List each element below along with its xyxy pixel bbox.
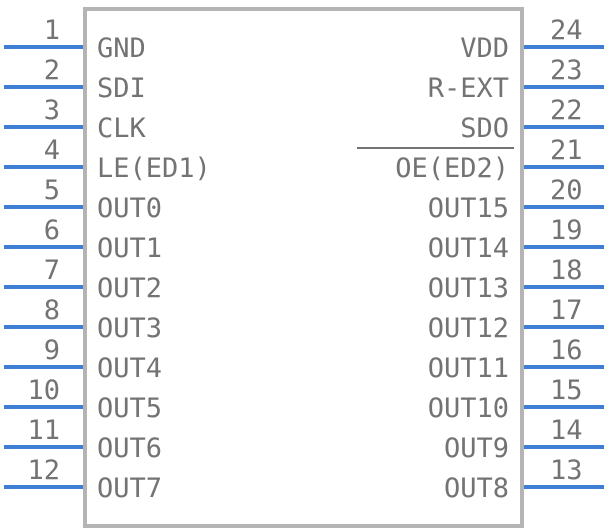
right-pin-label: R-EXT [428,73,509,104]
right-pin-label: OUT11 [428,353,509,384]
right-pin-number: 14 [550,415,583,446]
left-pin-number: 2 [44,55,60,86]
right-pin-number: 21 [550,135,583,166]
left-pin-label: OUT3 [97,313,162,344]
right-pin-number: 19 [550,215,583,246]
right-pin-label: OUT12 [428,313,509,344]
right-pin-number: 18 [550,255,583,286]
left-pin-label: CLK [97,113,147,144]
right-pin-label: VDD [460,33,509,64]
right-pin-label: OE(ED2) [395,153,509,184]
left-pin-number: 10 [27,375,60,406]
left-pin-number: 11 [27,415,60,446]
right-pin-number: 24 [550,15,583,46]
left-pin-label: OUT4 [97,353,162,384]
left-pin-number: 3 [44,95,60,126]
right-pin-number: 13 [550,455,583,486]
left-pin-label: LE(ED1) [97,153,211,184]
ic-body-outline [83,7,524,528]
right-pin-label: OUT10 [428,393,509,424]
right-pin-label: OUT13 [428,273,509,304]
left-pin-label: OUT5 [97,393,162,424]
left-pin-number: 7 [44,255,60,286]
left-pin-label: OUT1 [97,233,162,264]
right-pin-label: OUT15 [428,193,509,224]
right-pin-label: OUT9 [444,433,509,464]
left-pin-label: SDI [97,73,146,104]
left-pin-label: OUT0 [97,193,162,224]
left-pin-number: 6 [44,215,60,246]
right-pin-number: 17 [550,295,583,326]
right-pin-number: 22 [550,95,583,126]
left-pin-label: OUT2 [97,273,162,304]
right-pin-number: 16 [550,335,583,366]
left-pin-number: 4 [44,135,60,166]
right-pin-label: SDO [460,113,509,144]
left-pin-number: 8 [44,295,60,326]
left-pin-number: 9 [44,335,60,366]
right-pin-number: 15 [550,375,583,406]
left-pin-label: OUT6 [97,433,162,464]
left-pin-number: 12 [27,455,60,486]
right-pin-label: OUT14 [428,233,509,264]
pin-lines [4,45,604,489]
right-pin-number: 23 [550,55,583,86]
left-pin-label: GND [97,33,146,64]
right-pin-label: OUT8 [444,473,509,504]
left-pin-number: 5 [44,175,60,206]
left-pin-label: OUT7 [97,473,162,504]
left-pin-number: 1 [44,15,60,46]
right-pin-number: 20 [550,175,583,206]
